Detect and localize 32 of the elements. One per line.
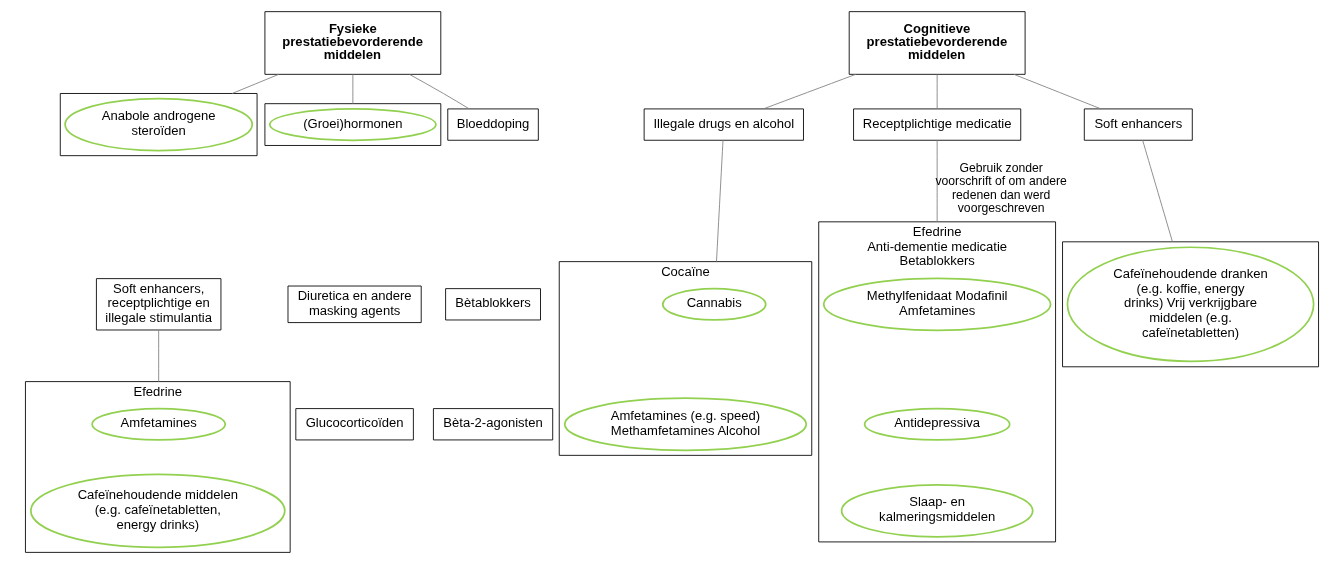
connector [936,139,938,223]
connector [158,329,160,383]
node-ellipse: Cafeïnehoudende dranken (e.g. koffie, energy drinks) Vrij verkrijgbare middelen (e.g. cafeïnetabletten) [1066,246,1315,363]
node-box: Bètablokkers [445,288,541,321]
node-box: Bèta-2-agonisten [432,408,554,441]
node-ellipse: Methylfenidaat Modafinil Amfetamines [822,277,1052,332]
node-box: Soft enhancers, receptplichtige en illegale stimulantia [96,278,222,331]
node-ellipse: Anabole androgene steroïden [64,97,254,152]
node-box: Receptplichtige medicatie [853,108,1022,141]
node-box: Diuretica en andere masking agents [287,285,422,324]
node-ellipse: Cafeïnehoudende middelen (e.g. cafeïnetabletten, energy drinks) [29,473,286,549]
node-box: Glucocorticoïden [295,408,414,441]
connector [352,74,354,105]
node-box: Illegale drugs en alcohol [643,108,804,141]
node-ellipse: (Groei)hormonen [268,108,437,142]
connector [231,73,280,94]
connector [936,74,938,110]
node-ellipse: Amfetamines [91,407,227,441]
node-box: Cognitieve prestatiebevorderende middelen [848,11,1026,75]
node-ellipse: Cannabis [661,287,767,321]
node-ellipse: Antidepressiva [863,407,1011,441]
edge-label: Gebruik zonder voorschrift of om andere redenen dan werd voorgeschreven [935,161,1067,215]
node-box: Soft enhancers [1083,108,1193,141]
node-ellipse: Amfetamines (e.g. speed) Methamfetamines Alcohol [563,397,808,452]
connector [1142,139,1173,243]
node-ellipse: Slaap- en kalmeringsmiddelen [840,483,1034,538]
connector [409,74,470,110]
node-box: Fysieke prestatiebevorderende middelen [264,11,442,75]
node-box: Bloeddoping [447,108,539,141]
connector [1013,73,1102,110]
connector [716,139,724,263]
connector [763,73,857,110]
